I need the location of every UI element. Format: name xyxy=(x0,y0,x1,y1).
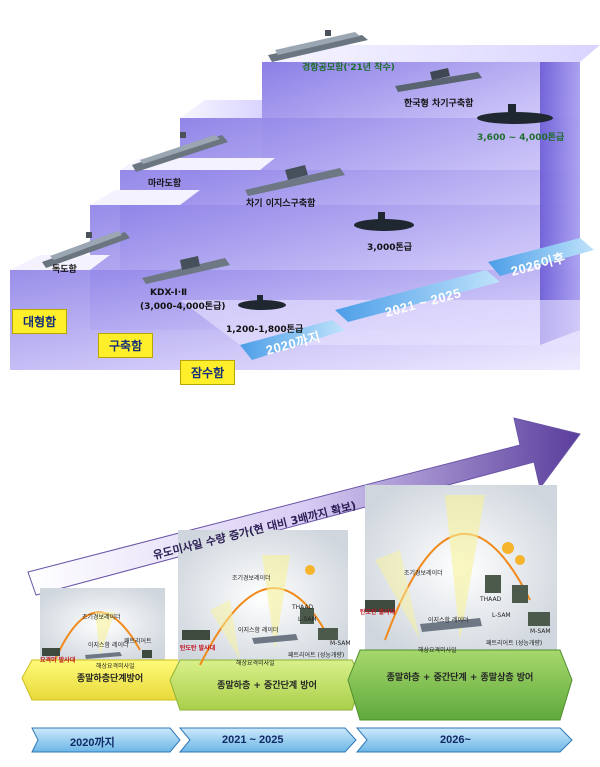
label-marado: 마라도함 xyxy=(148,179,182,189)
era-timeline xyxy=(240,238,594,360)
timeline-2026: 2026~ xyxy=(440,734,471,746)
label-sub-large: 3,600 ~ 4,000톤급 xyxy=(477,133,565,143)
s3-label-1: 이지스함 레이더 xyxy=(428,617,469,624)
label-sub-mid: 3,000톤급 xyxy=(367,243,413,253)
timeline-2021-2025: 2021 ~ 2025 xyxy=(222,734,284,746)
s3-label-3: L-SAM xyxy=(492,612,511,619)
ship-light-carrier xyxy=(268,30,368,62)
stage-2-base-label: 종말하층 + 중간단계 방어 xyxy=(217,681,317,691)
s3-label-6: 해상요격미사일 xyxy=(418,647,457,654)
s3-label-4: M-SAM xyxy=(530,628,551,635)
s1-label-2: 패트리어트 xyxy=(124,638,152,645)
submarine-mid xyxy=(354,212,414,231)
ship-dokdo xyxy=(42,231,130,268)
stage-1-base-label: 종말하층단계방어 xyxy=(76,674,144,684)
ship-marado xyxy=(132,132,228,172)
ship-aegis xyxy=(245,165,345,196)
s2-label-1: 이지스함 레이더 xyxy=(238,627,279,634)
s1-label-1: 이지스함 레이더 xyxy=(88,642,129,649)
bottom-timeline xyxy=(31,727,573,753)
category-submarine: 잠수함 xyxy=(180,360,236,385)
s2-label-4: M-SAM xyxy=(330,640,351,647)
growth-arrow xyxy=(27,417,581,596)
timeline-2020: 2020까지 xyxy=(70,737,115,749)
s3-red-label: 탄도탄 발사대 xyxy=(360,609,396,616)
category-destroyer: 구축함 xyxy=(98,333,154,358)
s3-label-0: 조기경보레이더 xyxy=(404,570,443,577)
submarine-large xyxy=(477,104,553,124)
s1-label-0: 조기경보레이더 xyxy=(82,614,121,621)
stage-2-scene xyxy=(169,530,363,711)
s2-label-3: L-SAM xyxy=(298,616,317,623)
label-sub-small: 1,200-1,800톤급 xyxy=(226,325,304,335)
s1-red-label: 요격미 발사대 xyxy=(40,657,76,664)
label-kddx: 한국형 차기구축함 xyxy=(404,99,474,109)
s2-label-0: 조기경보레이더 xyxy=(232,575,271,582)
submarine-small xyxy=(238,295,286,310)
label-kdx-sub: (3,000-4,000톤급) xyxy=(140,302,226,312)
ship-kddx xyxy=(395,68,482,92)
s3-label-5: 패트리어트 (성능개량) xyxy=(486,640,543,647)
label-aegis: 차기 이지스구축함 xyxy=(246,199,316,209)
stage-3-scene xyxy=(347,485,573,721)
category-large: 대형함 xyxy=(12,309,68,334)
s2-label-2: THAAD xyxy=(292,604,314,611)
s3-label-2: THAAD xyxy=(480,596,502,603)
stage-3-base-label: 종말하층 + 중간단계 + 종말상층 방어 xyxy=(386,673,534,683)
ship-kdx xyxy=(142,256,230,284)
label-light-carrier: 경항공모함('21년 착수) xyxy=(302,63,395,73)
label-kdx: KDX-Ⅰ·Ⅱ xyxy=(150,288,188,298)
s2-label-6: 해상요격미사일 xyxy=(236,660,275,667)
label-dokdo: 독도함 xyxy=(52,265,77,275)
s1-label-3: 해상요격미사일 xyxy=(96,663,135,670)
s2-label-5: 패트리어트 (성능개량) xyxy=(288,652,345,659)
s2-red-label: 탄도탄 발사대 xyxy=(180,645,216,652)
